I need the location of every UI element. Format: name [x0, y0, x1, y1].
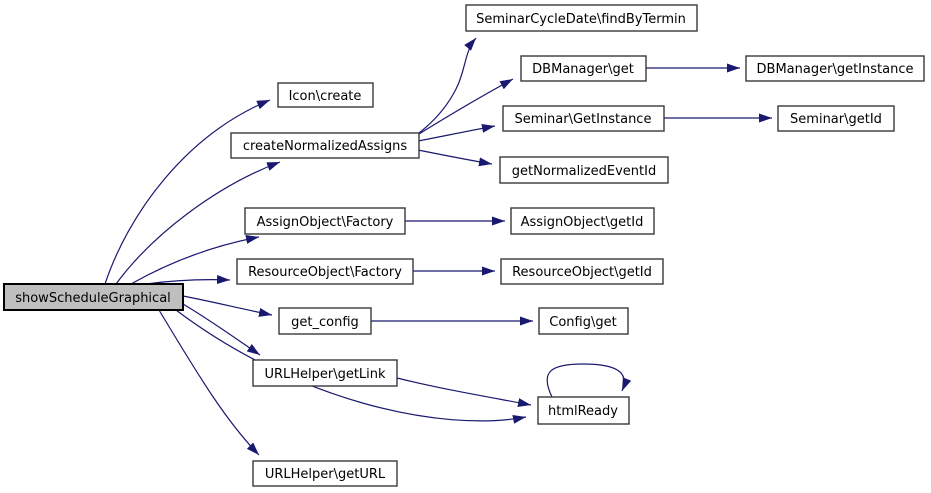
edge-showScheduleGraphical-to-createNormalizedAssigns — [115, 161, 281, 285]
node-label: DBManager\getInstance — [757, 62, 914, 77]
node-label: Seminar\getId — [790, 112, 882, 127]
edge-createNormalizedAssigns-to-seminarcycledate-findbytermin — [418, 37, 477, 134]
node-label: Seminar\GetInstance — [515, 112, 652, 127]
node-label: URLHelper\getLink — [264, 367, 386, 382]
node-box — [252, 359, 398, 387]
node-box — [510, 207, 655, 235]
node-box — [777, 105, 895, 132]
edge-showScheduleGraphical-to-icon-create — [104, 99, 271, 285]
node-box — [520, 55, 647, 82]
node-urlhelper-getlink[interactable]: URLHelper\getLink — [252, 359, 398, 387]
edge-showScheduleGraphical-to-resourceobject-factory — [145, 275, 231, 285]
node-config-get[interactable]: Config\get — [538, 307, 629, 335]
node-createNormalizedAssigns[interactable]: createNormalizedAssigns — [230, 132, 420, 159]
edge-showScheduleGraphical-to-assignobject-factory — [130, 235, 260, 285]
node-icon-create[interactable]: Icon\create — [277, 82, 374, 108]
node-label: AssignObject\getId — [521, 215, 644, 230]
node-urlhelper-geturl[interactable]: URLHelper\getURL — [252, 460, 398, 487]
node-label: SeminarCycleDate\findByTermin — [476, 12, 686, 27]
edge-createNormalizedAssigns-to-dbmanager-get — [418, 78, 514, 135]
edge-createNormalizedAssigns-to-getNormalizedEventId — [417, 149, 493, 167]
edge-showScheduleGraphical-to-get_config — [182, 295, 273, 317]
node-assignobject-factory[interactable]: AssignObject\Factory — [244, 207, 406, 235]
node-assignobject-getid[interactable]: AssignObject\getId — [510, 207, 655, 235]
node-dbmanager-get[interactable]: DBManager\get — [520, 55, 647, 82]
node-box — [502, 105, 665, 132]
node-box — [277, 82, 374, 108]
node-layer: showScheduleGraphical Icon\create create… — [3, 4, 925, 487]
node-box — [500, 258, 664, 285]
node-resourceobject-factory[interactable]: ResourceObject\Factory — [236, 258, 414, 285]
node-box — [3, 283, 184, 311]
edge-showScheduleGraphical-to-htmlReady — [175, 309, 527, 424]
edge-layer — [104, 37, 772, 456]
node-label: DBManager\get — [532, 62, 634, 77]
node-box — [745, 55, 925, 82]
node-label: ResourceObject\Factory — [248, 265, 402, 280]
node-seminarcycledate-findbytermin[interactable]: SeminarCycleDate\findByTermin — [465, 4, 698, 32]
node-label: Config\get — [549, 315, 616, 330]
node-htmlReady[interactable]: htmlReady — [537, 396, 630, 425]
node-box — [252, 460, 398, 487]
node-box — [465, 4, 698, 32]
edge-createNormalizedAssigns-to-seminar-getinstance — [417, 123, 496, 142]
edge-htmlReady-self-loop — [546, 363, 632, 398]
node-box — [537, 396, 630, 425]
node-get_config[interactable]: get_config — [278, 307, 372, 335]
node-label: showScheduleGraphical — [15, 291, 171, 306]
node-showScheduleGraphical[interactable]: showScheduleGraphical — [3, 283, 184, 311]
node-box — [538, 307, 629, 335]
node-label: URLHelper\getURL — [265, 467, 386, 482]
edge-urlhelper-getlink-to-htmlReady — [396, 377, 532, 407]
node-seminar-getid[interactable]: Seminar\getId — [777, 105, 895, 132]
node-box — [230, 132, 420, 159]
node-label: get_config — [291, 315, 359, 330]
node-box — [499, 156, 669, 184]
edge-showScheduleGraphical-to-urlhelper-geturl — [158, 309, 260, 456]
node-getNormalizedEventId[interactable]: getNormalizedEventId — [499, 156, 669, 184]
node-dbmanager-getinstance[interactable]: DBManager\getInstance — [745, 55, 925, 82]
node-label: AssignObject\Factory — [257, 215, 394, 230]
node-label: getNormalizedEventId — [512, 164, 656, 179]
node-label: ResourceObject\getId — [512, 265, 652, 280]
node-resourceobject-getid[interactable]: ResourceObject\getId — [500, 258, 664, 285]
edge-showScheduleGraphical-to-urlhelper-getlink — [182, 303, 261, 356]
node-label: Icon\create — [289, 89, 362, 104]
node-box — [236, 258, 414, 285]
node-box — [244, 207, 406, 235]
node-box — [278, 307, 372, 335]
node-label: htmlReady — [548, 404, 618, 419]
node-label: createNormalizedAssigns — [243, 139, 408, 154]
node-seminar-getinstance[interactable]: Seminar\GetInstance — [502, 105, 665, 132]
